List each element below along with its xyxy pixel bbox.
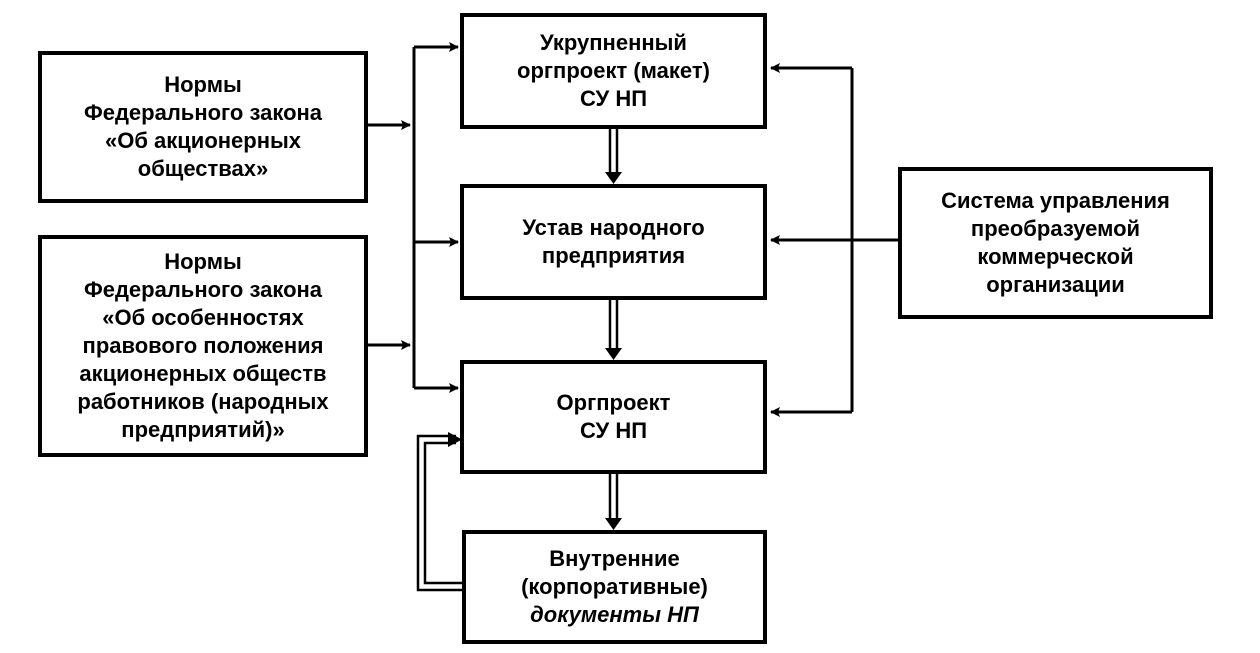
- box-text-line: Система управления: [941, 188, 1170, 213]
- box-text-line: правового положения: [82, 333, 324, 358]
- box-text-line: организации: [986, 272, 1125, 297]
- box-text-line: СУ НП: [579, 86, 648, 111]
- enterprise-charter-box: Устав народного предприятия: [460, 184, 767, 300]
- box-text-line: Нормы: [164, 72, 242, 97]
- box-text-line: (корпоративные): [521, 574, 708, 599]
- box-text-line: Укрупненный: [540, 30, 687, 55]
- box-text-line: Федерального закона: [83, 100, 323, 125]
- box-text-line: Внутренние: [549, 546, 680, 571]
- box-text-line: работников (народных: [77, 389, 329, 414]
- box-text-line: предприятия: [541, 243, 686, 268]
- box-text-line: Устав народного: [522, 215, 705, 240]
- control-system-box: Система управления преобразуемой коммерч…: [898, 167, 1213, 319]
- double-feedback-docs-to-orgproject: [416, 432, 462, 592]
- double-arrow-charter-to-orgproject: [605, 300, 622, 360]
- box-text-line: СУ НП: [579, 418, 648, 443]
- box-text-line: преобразуемой: [970, 216, 1141, 241]
- box-text-line: предприятий)»: [121, 417, 285, 442]
- box-text-line: Нормы: [164, 249, 242, 274]
- norms-np-law-box: Нормы Федерального закона «Об особенност…: [38, 235, 368, 457]
- box-text-line: «Об особенностях: [102, 305, 304, 330]
- box-text-line: документы НП: [530, 602, 699, 627]
- double-arrow-orgproject-to-docs: [605, 474, 622, 530]
- box-text-line: акционерных обществ: [79, 361, 327, 386]
- box-text-line: обществах»: [137, 156, 269, 181]
- box-text-line: коммерческой: [977, 244, 1134, 269]
- internal-documents-box: Внутренние (корпоративные) документы НП: [462, 530, 767, 644]
- double-arrow-macro-to-charter: [605, 129, 622, 184]
- box-text-line: Оргпроект: [556, 390, 671, 415]
- norms-ao-law-box: Нормы Федерального закона «Об акционерны…: [38, 51, 368, 203]
- box-text-line: оргпроект (макет): [517, 58, 710, 83]
- box-text-line: Федерального закона: [83, 277, 323, 302]
- box-text-line: «Об акционерных: [104, 128, 302, 153]
- macro-orgproject-box: Укрупненный оргпроект (макет) СУ НП: [460, 13, 767, 129]
- orgproject-box: Оргпроект СУ НП: [460, 360, 767, 474]
